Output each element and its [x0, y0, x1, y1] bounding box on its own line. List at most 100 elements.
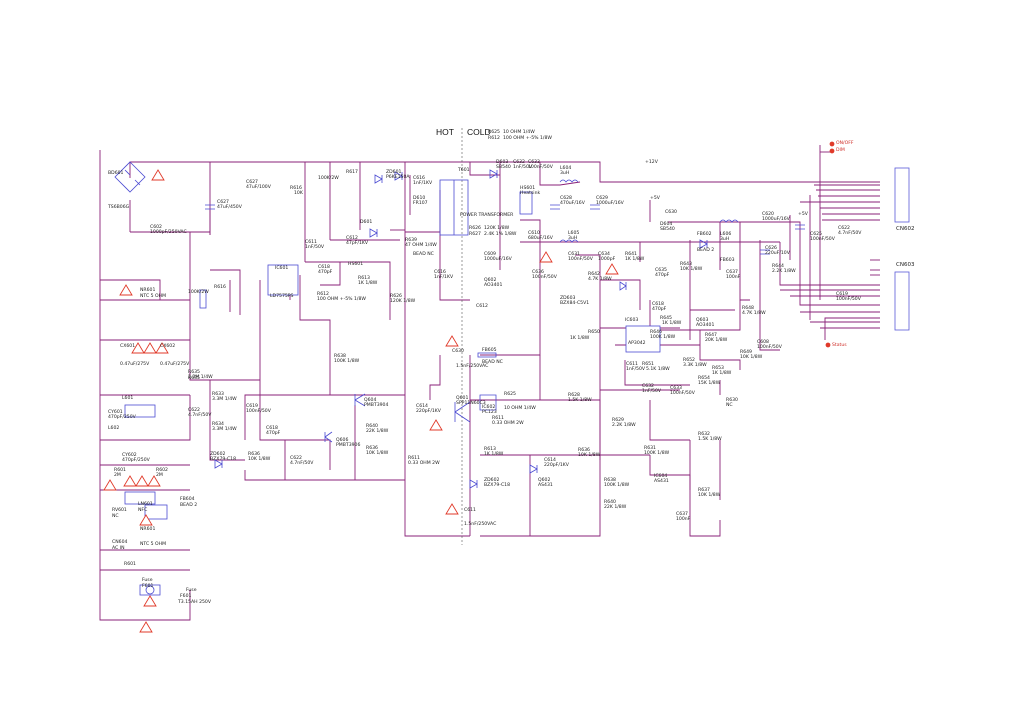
- c621-label: C611: [626, 362, 638, 367]
- cy601-label: CY601: [108, 410, 123, 415]
- c614b-label: C614: [544, 458, 556, 463]
- ln601-icon: [144, 504, 168, 520]
- r638b-label: R638: [604, 478, 616, 483]
- c629-label: C629: [596, 196, 608, 201]
- c612-value: 47pF/1KV: [346, 241, 369, 246]
- fb604-label: FB604: [180, 497, 195, 502]
- warning-triangle-icon: [119, 284, 133, 296]
- q604-transistor-icon: [354, 393, 366, 407]
- r611-label: R611: [492, 416, 504, 421]
- c632-value: 1nF/50V: [513, 165, 533, 170]
- rv601-value: NC: [112, 514, 119, 519]
- fuse-holder-icon: [145, 585, 155, 595]
- r642-value: 4.7K 1/8W: [588, 277, 612, 282]
- l606-value: 3uH: [720, 237, 730, 242]
- zd604-value: BZX79-C18: [484, 483, 511, 488]
- cold-zone-label: COLD: [467, 127, 491, 137]
- l602-label: L602: [108, 426, 120, 431]
- bridge-rectifier-icon: [114, 161, 146, 193]
- r626b-label: R626: [390, 294, 402, 299]
- q606-value: PMBT3906: [336, 443, 361, 448]
- r637-label: R637: [698, 488, 710, 493]
- c626-value: 220uF/10V: [765, 251, 790, 256]
- ic601-value: LD7575PS: [270, 294, 294, 299]
- fb601-label: BEAD NC: [482, 360, 503, 365]
- hs601-value: Heatsink: [520, 191, 541, 196]
- warning-triangle-icon: [605, 263, 619, 275]
- r630-label: R630: [726, 398, 738, 403]
- c632b-value: 1nF/50V: [642, 389, 662, 394]
- c634-value: 1000pF: [598, 257, 616, 262]
- r649-label: R649: [740, 350, 752, 355]
- p5v-label: +5V: [650, 196, 660, 201]
- cn603-connector-icon: [894, 271, 910, 331]
- coil-l605: [559, 239, 579, 243]
- c622b-value: 4.7nF/50V: [290, 461, 314, 466]
- r644-label: R644: [772, 264, 784, 269]
- r625b-value: 10 OHM 1/4W: [504, 406, 536, 411]
- fb604-value: BEAD 2: [180, 503, 198, 508]
- c628-label: C628: [560, 196, 572, 201]
- r628-value: 1.5K 1/8W: [568, 398, 592, 403]
- c609-label: C609: [484, 252, 496, 257]
- ic604-value: AS431: [654, 479, 669, 484]
- r-sec-1: R626: [469, 226, 481, 231]
- c618-label: C618: [652, 302, 664, 307]
- r640-value: 22K 1/8W: [366, 429, 389, 434]
- fb602-label: FB602: [697, 232, 712, 237]
- c633-value: 100nF/50V: [528, 165, 553, 170]
- cap-c627: [205, 204, 215, 210]
- l604-value: 3uH: [560, 171, 570, 176]
- q602-label: Q602: [484, 278, 497, 283]
- r613c-label: R613: [358, 276, 370, 281]
- ln601-value: NFC: [138, 508, 148, 513]
- c628-value: 470uF/16V: [560, 201, 585, 206]
- r-stack-1-v: 10 OHM 1/4W: [503, 130, 535, 135]
- c617-label: C622: [188, 408, 200, 413]
- hs601-label: HS601: [520, 186, 536, 191]
- bd601-label: BD601: [108, 171, 124, 176]
- ic601-label: IC601: [275, 266, 289, 271]
- c627-value: 47uF/450V: [217, 205, 242, 210]
- cx601-value: 0.47uF/275V: [120, 362, 150, 367]
- r-stack-1: R625: [488, 130, 500, 135]
- nr602-label: NR601: [140, 527, 156, 532]
- c6xx-label: C630: [452, 349, 464, 354]
- q603-label: Q603: [696, 318, 709, 323]
- fb603-label: FB603: [720, 258, 735, 263]
- warning-triangle-icon: [123, 475, 137, 487]
- zd602-value: BZX79-C18: [210, 457, 237, 462]
- r636b-label: R636: [578, 448, 590, 453]
- r616-value: 10K: [294, 191, 303, 196]
- c622-value: 4.7nF/50V: [838, 231, 862, 236]
- l605-value: 3uH: [568, 236, 578, 241]
- r636c-value: 10K 1/8W: [248, 457, 271, 462]
- r617-icon: [199, 289, 207, 309]
- c621-value: 1nF/50V: [626, 367, 646, 372]
- c609-value: 1000uF/16V: [484, 257, 512, 262]
- c636-value: 100nF/50V: [532, 275, 557, 280]
- c631-value: 100nF/50V: [568, 257, 593, 262]
- c625-label: C625: [810, 232, 822, 237]
- nr601-value: NTC 5 OHM: [140, 294, 167, 299]
- r611b-value: 0.33 OHM 2W: [408, 461, 440, 466]
- r633-value: 3.3M 1/4W: [212, 397, 237, 402]
- c631-label: C631: [568, 252, 580, 257]
- rv601-label: RV601: [112, 508, 127, 513]
- cap-c626: [795, 224, 805, 230]
- warning-triangle-icon: [103, 479, 117, 491]
- r602-label: R602: [156, 468, 168, 473]
- c632b-label: C632: [642, 384, 654, 389]
- r601-value: 2M: [114, 473, 121, 478]
- r628-label: R628: [568, 393, 580, 398]
- r634-value: 3.3M 1/4W: [212, 427, 237, 432]
- fuse-holder-label: Fuse: [142, 578, 153, 583]
- c635-label: C635: [655, 268, 667, 273]
- r654-label: R654: [698, 376, 710, 381]
- r626b-value: 120K 1/8W: [390, 299, 416, 304]
- r636-value: 10K 1/8W: [366, 451, 389, 456]
- zd603-diode-icon: [619, 281, 627, 291]
- on-off-label: ON/OFF: [836, 141, 854, 146]
- p5vsb-label: +5V: [798, 212, 808, 217]
